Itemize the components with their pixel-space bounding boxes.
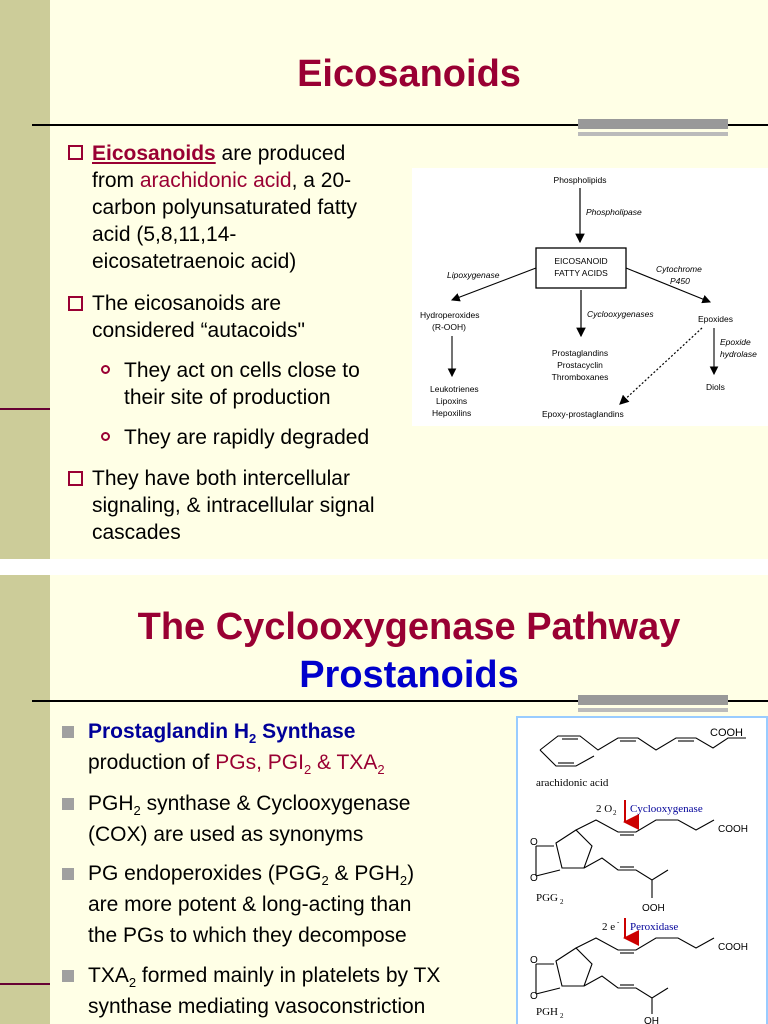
bullet-icon	[62, 726, 74, 738]
sub-bullet-degraded: They are rapidly degraded	[124, 426, 370, 449]
svg-text:P450: P450	[670, 276, 690, 286]
slide-subtitle: Prostanoids	[299, 654, 519, 696]
label-hydroperoxides: Hydroperoxides	[420, 310, 480, 320]
svg-text:O: O	[530, 873, 538, 884]
label-phospholipids: Phospholipids	[554, 175, 607, 185]
slide-eicosanoids: Eicosanoids Eicosanoids are produced fro…	[0, 0, 768, 559]
item-txa2: TXA2 formed mainly in platelets by TX sy…	[88, 964, 441, 1018]
label-cyclooxygenases: Cyclooxygenases	[587, 309, 654, 319]
svg-text:O: O	[530, 991, 538, 1002]
bullet-autacoids: The eicosanoids are considered “autacoid…	[92, 292, 305, 342]
label-cytochrome: Cytochrome	[656, 264, 702, 274]
bullet-icon	[68, 471, 83, 486]
svg-text:Hepoxilins: Hepoxilins	[432, 408, 471, 418]
bullet-icon	[62, 868, 74, 880]
bullet-icon	[68, 296, 83, 311]
svg-text:2: 2	[560, 1012, 564, 1020]
bullet-icon	[68, 145, 83, 160]
arachidonic-acid-structure	[539, 735, 746, 751]
svg-text:Lipoxins: Lipoxins	[436, 396, 467, 406]
label-oh: OH	[644, 1016, 659, 1024]
item-endoperoxides: PG endoperoxides (PGG2 & PGH2) are more …	[88, 862, 415, 947]
label-phospholipase: Phospholipase	[586, 207, 642, 217]
title-rule-accent	[578, 119, 728, 129]
label-arachidonic-acid: arachidonic acid	[536, 777, 609, 789]
svg-text:FATTY ACIDS: FATTY ACIDS	[554, 268, 608, 278]
slide-title: The Cyclooxygenase Pathway	[137, 606, 681, 648]
sub-bullet-icon	[101, 365, 110, 374]
svg-text:O: O	[530, 955, 538, 966]
cyclooxygenase-structures-figure: COOH arachidonic acid 2 O 2 Cyclooxygena…	[516, 716, 768, 1024]
label-diols: Diols	[706, 382, 725, 392]
svg-text:Thromboxanes: Thromboxanes	[552, 372, 609, 382]
pgg2-ring-structure	[555, 829, 593, 869]
sub-bullet-local-action: They act on cells close to their site of…	[124, 359, 360, 409]
label-peroxidase: Peroxidase	[630, 921, 678, 933]
label-2e: 2 e	[602, 921, 615, 933]
svg-text:-: -	[617, 918, 620, 926]
label-cyclooxygenase: Cyclooxygenase	[630, 803, 703, 815]
title-rule-accent-lower	[578, 132, 728, 136]
label-2o2: 2 O	[596, 803, 612, 815]
slide-title: Eicosanoids	[297, 53, 521, 95]
label-cooh: COOH	[710, 727, 743, 739]
svg-text:(R-OOH): (R-OOH)	[432, 322, 466, 332]
pgh2-ring-structure	[555, 947, 593, 987]
label-epoxy-prostaglandins: Epoxy-prostaglandins	[542, 409, 624, 419]
term-arachidonic-acid: arachidonic acid	[139, 169, 292, 192]
sidebar-divider	[0, 983, 50, 985]
term-eicosanoids: Eicosanoids	[92, 142, 216, 165]
title-rule-accent-lower	[578, 708, 728, 712]
svg-text:O: O	[530, 837, 538, 848]
item-pgh-synthase: Prostaglandin H2 Synthase production of …	[88, 720, 385, 778]
sidebar-band	[0, 0, 50, 559]
svg-text:COOH: COOH	[718, 824, 748, 835]
svg-text:COOH: COOH	[718, 942, 748, 953]
sidebar-band	[0, 575, 50, 1024]
label-leukotrienes: Leukotrienes	[430, 384, 479, 394]
label-epoxide-hydrolase: Epoxide	[720, 337, 751, 347]
title-rule	[32, 124, 768, 126]
svg-text:Prostacyclin: Prostacyclin	[557, 360, 603, 370]
title-rule-accent	[578, 695, 728, 705]
svg-text:hydrolase: hydrolase	[720, 349, 757, 359]
label-pgh2: PGH	[536, 1006, 558, 1018]
svg-text:EICOSANOID: EICOSANOID	[554, 256, 607, 266]
svg-text:2: 2	[560, 898, 564, 906]
item-cox-synonyms: PGH2 synthase & Cyclooxygenase (COX) are…	[88, 792, 411, 846]
eicosanoid-pathway-diagram: Phospholipids Phospholipase EICOSANOID F…	[412, 168, 768, 426]
sub-bullet-icon	[101, 432, 110, 441]
bullet-eicosanoids-definition: Eicosanoids are produced from arachidoni…	[92, 142, 358, 273]
label-pgg2: PGG	[536, 892, 558, 904]
label-ooh: OOH	[642, 903, 665, 914]
bullet-signaling: They have both intercellular signaling, …	[92, 467, 375, 544]
bullet-icon	[62, 970, 74, 982]
sidebar-divider	[0, 408, 50, 410]
label-epoxides: Epoxides	[698, 314, 733, 324]
label-lipoxygenase: Lipoxygenase	[447, 270, 500, 280]
bullet-icon	[62, 798, 74, 810]
title-rule	[32, 700, 768, 702]
label-prostaglandins: Prostaglandins	[552, 348, 608, 358]
slide-cyclooxygenase: The Cyclooxygenase Pathway Prostanoids P…	[0, 575, 768, 1024]
svg-text:2: 2	[613, 809, 617, 817]
